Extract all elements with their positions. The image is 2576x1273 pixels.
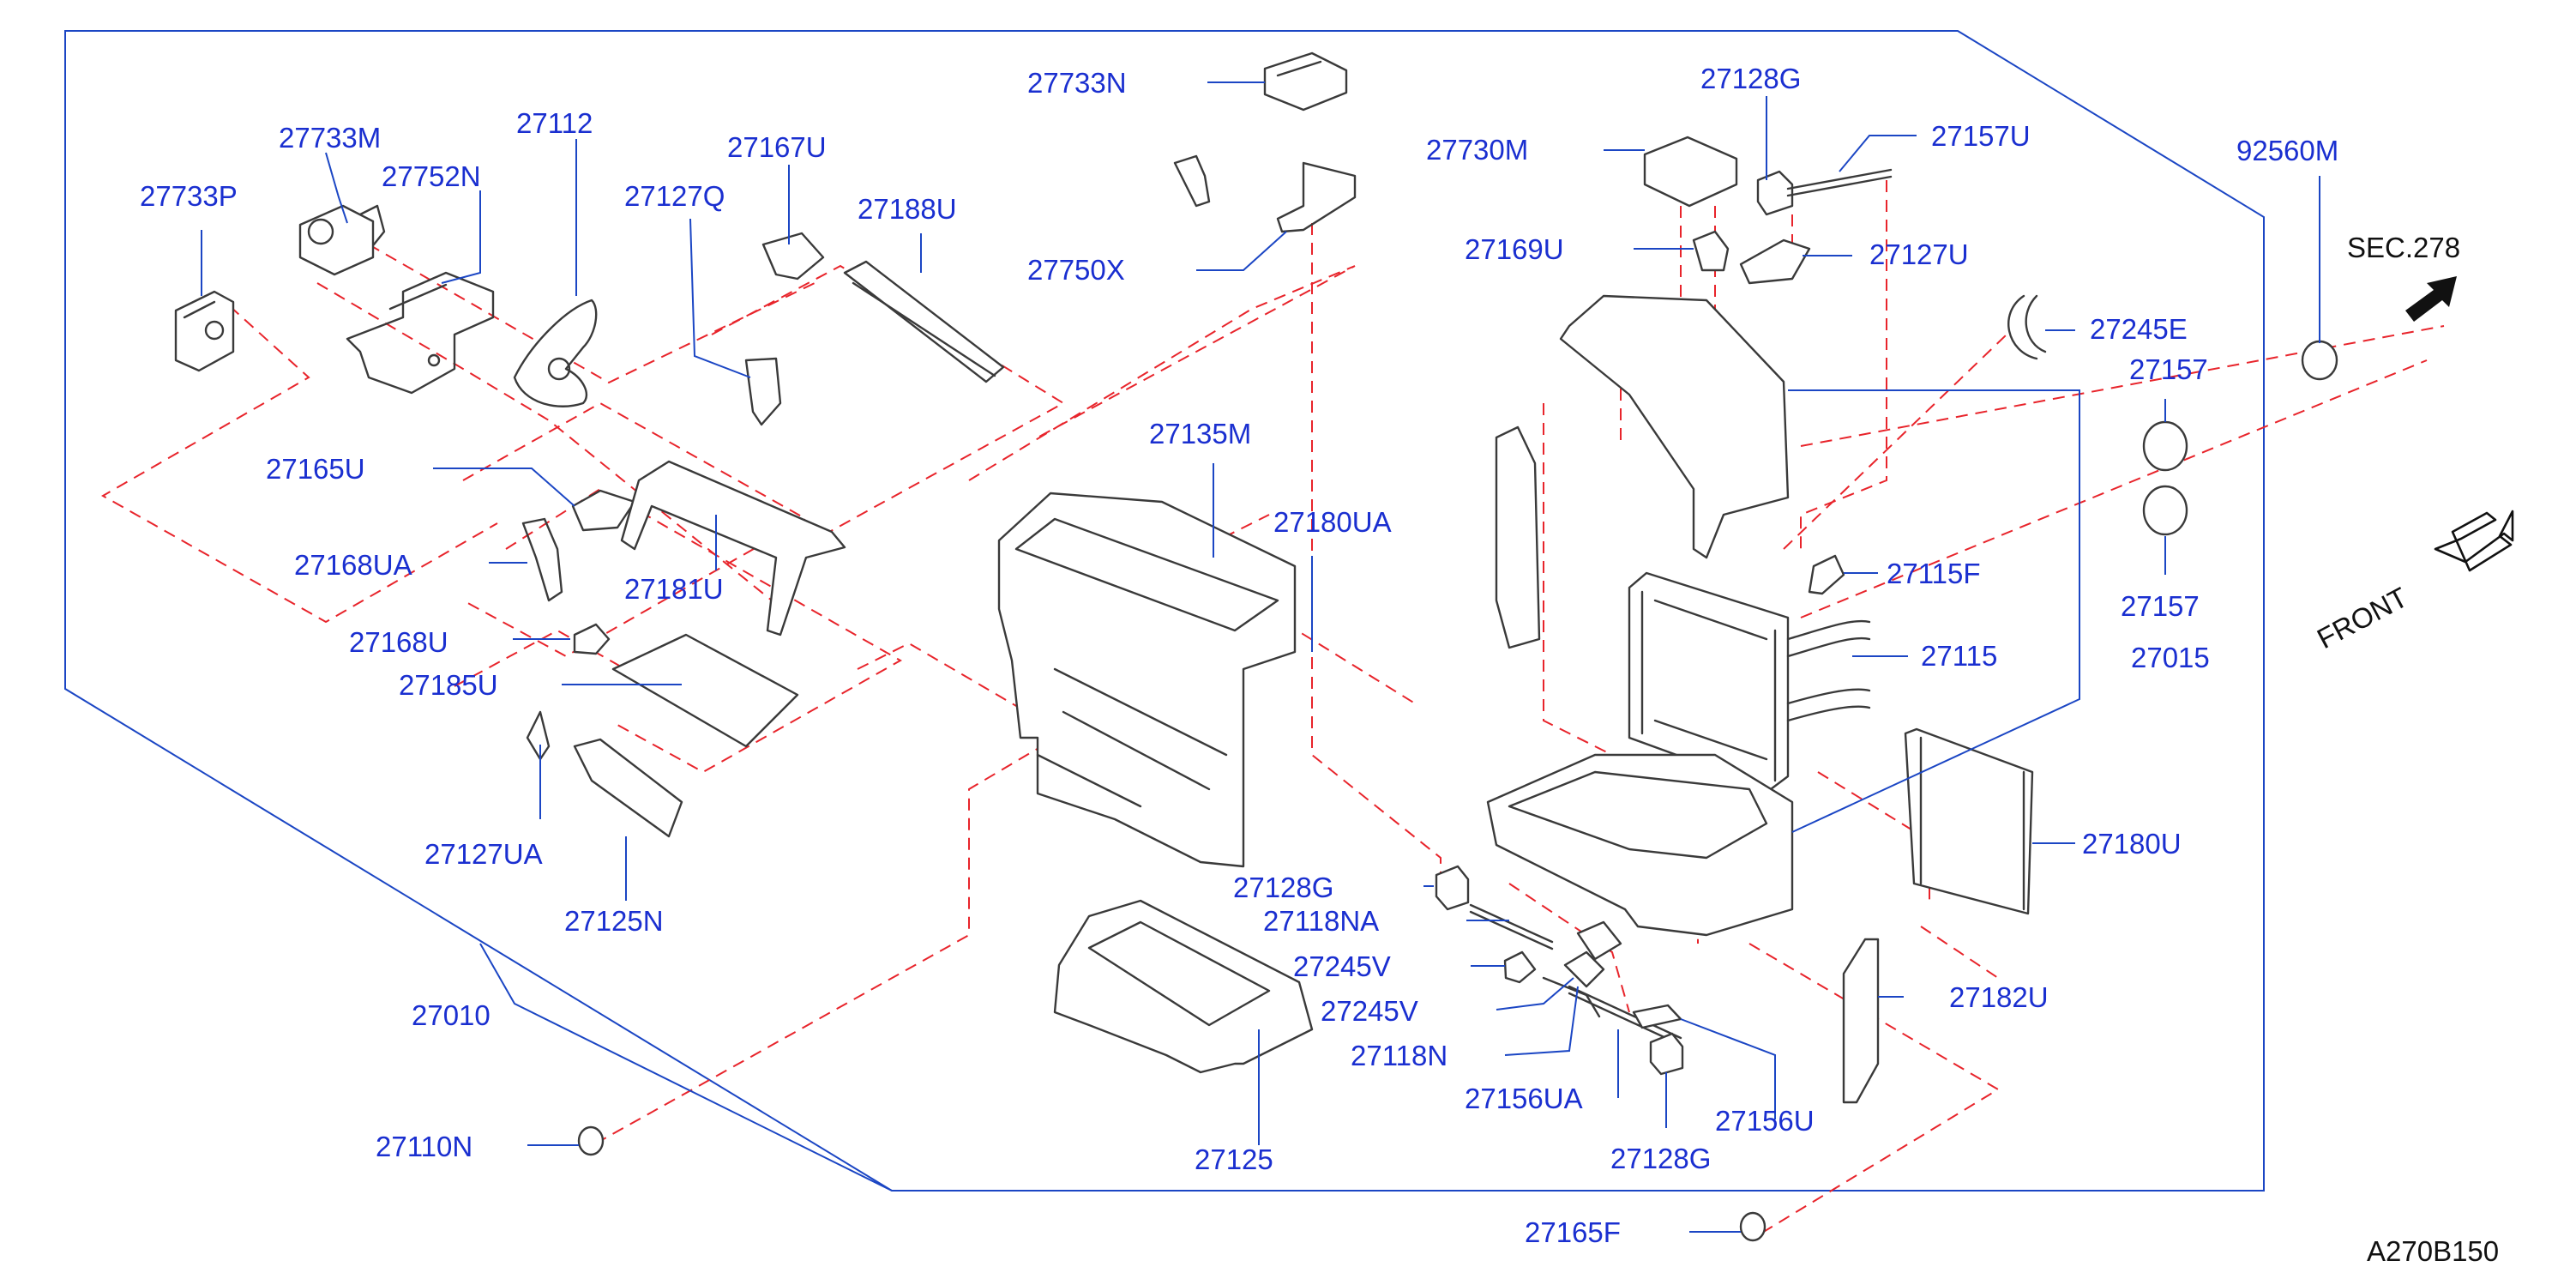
grommet-92560m-drawing (2301, 340, 2338, 381)
washer-27168u-drawing (573, 623, 611, 655)
filter-27180u-drawing (1904, 727, 2034, 915)
label-27733p: 27733P (140, 180, 238, 212)
label-27188u: 27188U (858, 193, 957, 225)
lever-27112-drawing (513, 299, 598, 407)
rod-27127q-drawing (744, 357, 782, 426)
label-27112: 27112 (516, 107, 593, 139)
nut-27110n-drawing (577, 1125, 605, 1156)
label-27128g-top: 27128G (1700, 63, 1801, 94)
rod-27156ua-drawing (1568, 985, 1682, 1047)
label-27015: 27015 (2131, 642, 2210, 673)
label-27180ua: 27180UA (1273, 506, 1392, 538)
door-27125n-drawing (573, 738, 683, 838)
clip-27245e-drawing (2007, 294, 2047, 360)
link-27127u-drawing (1739, 238, 1811, 285)
label-27733m: 27733M (279, 122, 381, 154)
part-drawings (174, 51, 2338, 1242)
case-27125-drawing (1053, 899, 1314, 1074)
label-27182u: 27182U (1949, 981, 2049, 1013)
label-27245v-b: 27245V (1321, 995, 1418, 1027)
label-27110n: 27110N (376, 1131, 472, 1162)
label-27128g-mid: 27128G (1233, 872, 1333, 903)
housing-27015-lower-drawing (1486, 753, 1794, 937)
label-27135m: 27135M (1149, 418, 1251, 449)
housing-27015-side-drawing (1495, 425, 1541, 649)
label-27157-a: 27157 (2129, 353, 2208, 385)
figure-code: A270B150 (2367, 1235, 2499, 1267)
clip-27245v-b-drawing (1563, 950, 1605, 988)
label-27115: 27115 (1921, 640, 1997, 672)
label-27156u: 27156U (1715, 1105, 1815, 1137)
label-92560m: 92560M (2236, 135, 2338, 166)
label-27167u: 27167U (727, 131, 827, 163)
label-27165u: 27165U (266, 453, 365, 485)
bracket-27752n-drawing (346, 271, 495, 395)
bracket-27750x-drawing (1173, 154, 1357, 233)
clip-27128g-mid-drawing (1435, 865, 1470, 911)
label-27156ua: 27156UA (1465, 1083, 1583, 1114)
label-27165f: 27165F (1525, 1216, 1621, 1248)
clip-27128g-bot-drawing (1649, 1032, 1684, 1076)
leader-lines (201, 81, 2320, 1233)
label-27245e: 27245E (2090, 313, 2188, 345)
label-27118n: 27118N (1351, 1040, 1447, 1071)
case-27135m-drawing (997, 492, 1297, 868)
rod-27118na-drawing (1469, 903, 1554, 950)
housing-27015-upper-drawing (1559, 294, 1790, 559)
bracket-27165u-drawing (571, 489, 636, 532)
label-27733n: 27733N (1027, 67, 1127, 99)
label-27010: 27010 (412, 999, 491, 1031)
label-27185u: 27185U (399, 669, 498, 701)
link-27168ua-drawing (521, 517, 563, 602)
clip-27128g-top-drawing (1756, 170, 1794, 216)
label-27128g-bot: 27128G (1610, 1143, 1711, 1174)
clip-27245v-a-drawing (1503, 950, 1537, 984)
label-27157u: 27157U (1931, 120, 2031, 152)
link-27167u-drawing (761, 232, 825, 281)
label-27180u: 27180U (2082, 828, 2182, 860)
label-27168u: 27168U (349, 626, 448, 658)
label-27127q: 27127Q (624, 180, 725, 212)
actuator-27733m-drawing (298, 204, 386, 276)
label-27115f: 27115F (1887, 558, 1980, 589)
nut-27165f-drawing (1739, 1211, 1766, 1242)
part-labels: 27733P 27733M 27752N 27112 27127Q 27167U… (140, 63, 2338, 1248)
front-arrow (2434, 510, 2514, 572)
door-27188u-drawing (843, 260, 1005, 383)
actuator-27733p-drawing (174, 290, 235, 372)
cable-27157u-drawing (1786, 168, 1893, 197)
door-27181u-drawing (620, 460, 846, 636)
plate-27156u-drawing (1632, 1004, 1682, 1029)
actuator-27733n-drawing (1263, 51, 1348, 112)
grommet-27157-b-drawing (2142, 485, 2188, 536)
grommet-27157-a-drawing (2142, 420, 2188, 472)
label-27125: 27125 (1195, 1143, 1273, 1175)
module-27730m-drawing (1643, 136, 1738, 208)
label-27730m: 27730M (1426, 134, 1528, 166)
link-27169u-drawing (1692, 230, 1730, 272)
clip-27115f-drawing (1808, 554, 1845, 595)
label-27245v-a: 27245V (1293, 950, 1391, 982)
label-27750x: 27750X (1027, 254, 1125, 286)
front-label: FRONT (2312, 581, 2413, 655)
link-27127ua-drawing (526, 710, 551, 761)
label-27157-b: 27157 (2121, 590, 2200, 622)
filter-27182u-drawing (1842, 938, 1880, 1104)
label-27752n: 27752N (382, 160, 481, 192)
assembly-frame-outline (64, 30, 2265, 1192)
label-27169u: 27169U (1465, 233, 1564, 265)
sec-278-label: SEC.278 (2347, 232, 2460, 263)
link-27245v-drawing (1576, 920, 1622, 961)
sec-278-arrow (2405, 276, 2457, 322)
door-27185u-drawing (611, 633, 799, 748)
label-27168ua: 27168UA (294, 549, 412, 581)
label-27127ua: 27127UA (424, 838, 543, 870)
label-27127u: 27127U (1869, 238, 1969, 270)
heater-core-27115-drawing (1628, 571, 1790, 791)
label-27125n: 27125N (564, 905, 664, 937)
label-27181u: 27181U (624, 573, 724, 605)
label-27118na: 27118NA (1263, 905, 1379, 937)
